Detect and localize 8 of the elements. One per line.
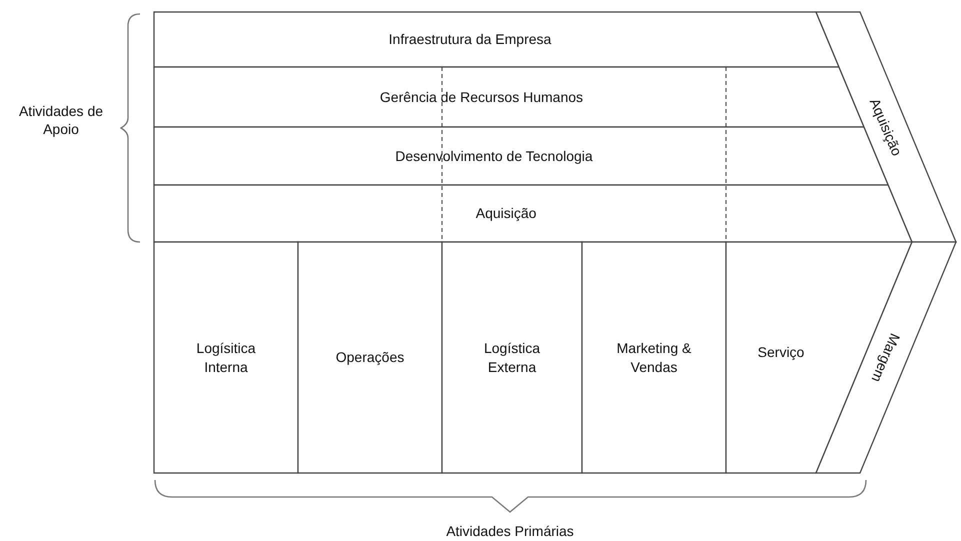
primary-activity-box: Logística Externa bbox=[442, 242, 582, 473]
support-activity-box: Aquisição bbox=[154, 185, 912, 242]
group-label: Atividades de Apoio bbox=[18, 102, 104, 138]
group-label: Atividades Primárias bbox=[445, 522, 575, 540]
primary-activity-box: Marketing & Vendas bbox=[582, 242, 726, 473]
support-activity-box: Infraestrutura da Empresa bbox=[154, 12, 839, 67]
primary-activity-box: Operações bbox=[298, 242, 442, 473]
primary-activity-box: Logísitica Interna bbox=[154, 242, 298, 473]
